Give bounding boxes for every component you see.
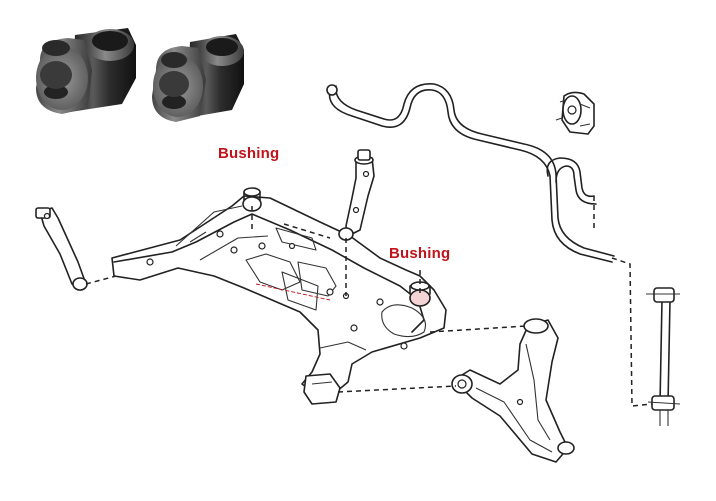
sway-bar — [326, 83, 615, 263]
assembly-lines — [85, 196, 653, 407]
bushing-photo-right — [152, 34, 244, 122]
sway-bar-bushing — [555, 91, 595, 135]
tie-rod — [35, 207, 88, 291]
bushing-label-upper: Bushing — [218, 145, 280, 162]
subframe — [111, 187, 447, 405]
steering-link — [338, 149, 375, 241]
bushing-photo-left — [36, 28, 136, 114]
bushing-label-lower: Bushing — [389, 245, 451, 262]
sway-bar-end-link — [646, 287, 681, 426]
lower-control-arm — [451, 318, 575, 463]
